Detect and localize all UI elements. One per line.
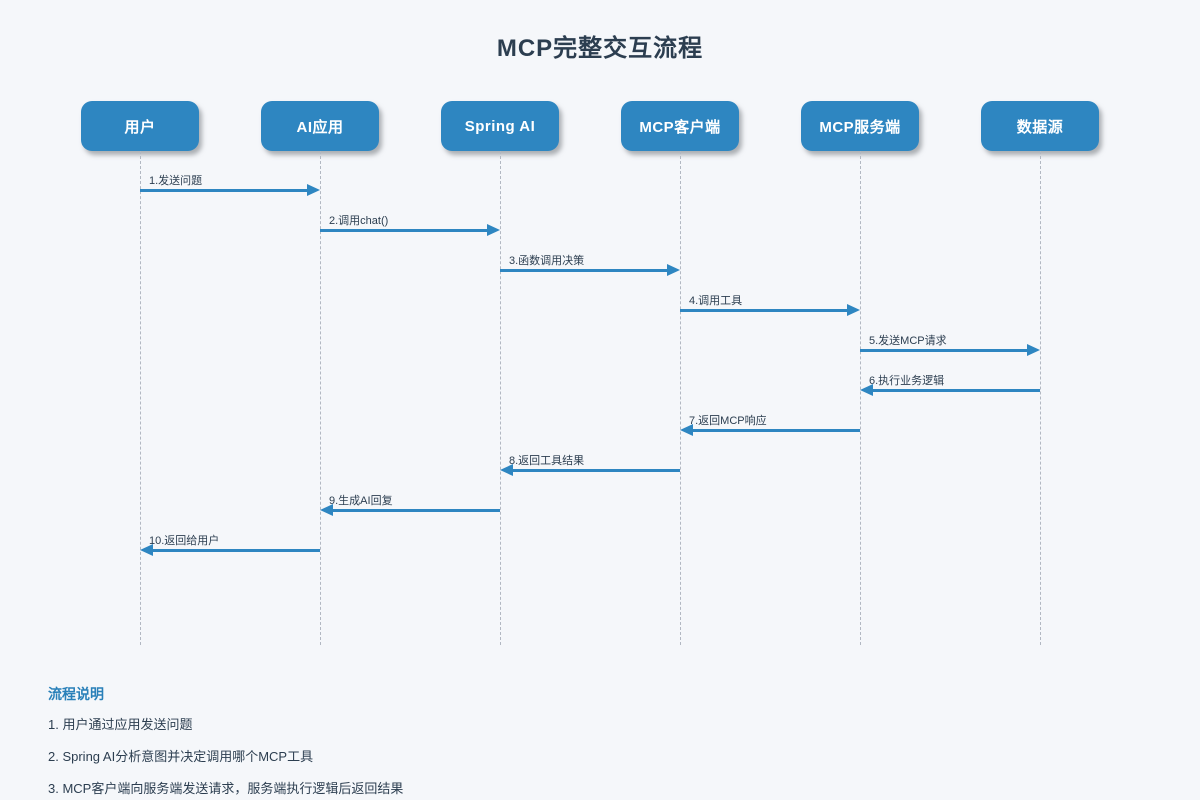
arrowhead-icon bbox=[1027, 344, 1040, 356]
note-item-2: 2. Spring AI分析意图并决定调用哪个MCP工具 bbox=[48, 749, 314, 764]
page-title: MCP完整交互流程 bbox=[496, 35, 704, 62]
lifeline-data-source bbox=[1040, 151, 1041, 645]
actor-spring-ai: Spring AI bbox=[441, 101, 559, 151]
message-9-label: 9.生成AI回复 bbox=[329, 495, 393, 507]
note-item-3: 3. MCP客户端向服务端发送请求，服务端执行逻辑后返回结果 bbox=[48, 781, 404, 796]
arrowhead-icon bbox=[500, 464, 513, 476]
notes-heading: 流程说明 bbox=[48, 686, 104, 702]
actor-user: 用户 bbox=[81, 101, 199, 151]
actor-label: MCP客户端 bbox=[639, 118, 721, 136]
arrowhead-icon bbox=[140, 544, 153, 556]
actor-label: AI应用 bbox=[296, 118, 344, 136]
notes-section: 流程说明 1. 用户通过应用发送问题 2. Spring AI分析意图并决定调用哪… bbox=[48, 684, 403, 800]
actor-label: 数据源 bbox=[1016, 118, 1064, 136]
actor-label: MCP服务端 bbox=[819, 118, 901, 136]
message-1-line bbox=[140, 189, 309, 192]
message-10-line bbox=[151, 549, 320, 552]
message-6-line bbox=[871, 389, 1040, 392]
lifeline-spring-ai bbox=[500, 151, 501, 645]
message-10-label: 10.返回给用户 bbox=[149, 535, 220, 547]
message-6-label: 6.执行业务逻辑 bbox=[869, 375, 945, 387]
message-3-line bbox=[500, 269, 669, 272]
notes-items: 1. 用户通过应用发送问题 2. Spring AI分析意图并决定调用哪个MCP工… bbox=[48, 714, 403, 797]
actor-ai-app: AI应用 bbox=[261, 101, 379, 151]
lifeline-mcp-server bbox=[860, 151, 861, 645]
note-item-1: 1. 用户通过应用发送问题 bbox=[48, 717, 193, 732]
lifeline-ai-app bbox=[320, 151, 321, 645]
message-2-label: 2.调用chat() bbox=[329, 215, 389, 227]
message-4-line bbox=[680, 309, 849, 312]
message-7-line bbox=[691, 429, 860, 432]
message-2-line bbox=[320, 229, 489, 232]
message-5-label: 5.发送MCP请求 bbox=[869, 335, 947, 347]
arrowhead-icon bbox=[680, 424, 693, 436]
arrowhead-icon bbox=[487, 224, 500, 236]
message-5-line bbox=[860, 349, 1029, 352]
arrowhead-icon bbox=[307, 184, 320, 196]
lifeline-user bbox=[140, 151, 141, 645]
message-8-label: 8.返回工具结果 bbox=[509, 455, 585, 467]
lifeline-mcp-client bbox=[680, 151, 681, 645]
actor-label: Spring AI bbox=[464, 117, 536, 135]
message-1-label: 1.发送问题 bbox=[149, 175, 203, 187]
actor-label: 用户 bbox=[124, 118, 156, 136]
message-9-line bbox=[331, 509, 500, 512]
message-4-label: 4.调用工具 bbox=[689, 295, 743, 307]
message-7-label: 7.返回MCP响应 bbox=[689, 415, 767, 427]
actor-data-source: 数据源 bbox=[981, 101, 1099, 151]
arrowhead-icon bbox=[667, 264, 680, 276]
arrowhead-icon bbox=[847, 304, 860, 316]
arrowhead-icon bbox=[320, 504, 333, 516]
actor-mcp-server: MCP服务端 bbox=[801, 101, 919, 151]
message-3-label: 3.函数调用决策 bbox=[509, 255, 585, 267]
arrowhead-icon bbox=[860, 384, 873, 396]
actor-mcp-client: MCP客户端 bbox=[621, 101, 739, 151]
message-8-line bbox=[511, 469, 680, 472]
